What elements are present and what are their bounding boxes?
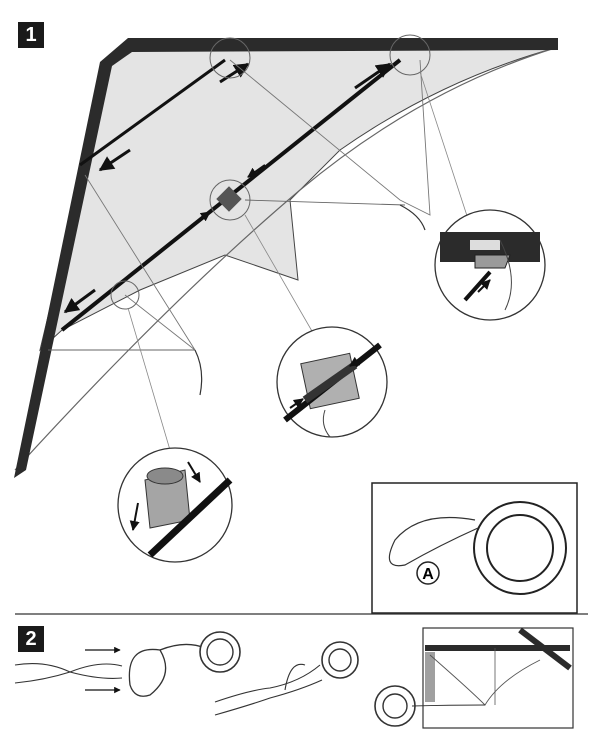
arrow-icon [98,148,131,172]
arrow-icon [354,62,392,90]
trailing-edge [14,47,556,471]
inset-center-tpiece [276,326,388,438]
arrow-icon [219,62,250,84]
step2-line-knots [14,631,416,727]
bridle-line [229,59,431,216]
inset-lower-fitting [117,447,233,563]
kite-sail [39,47,556,352]
upper-spreader [79,58,226,167]
inset-a-panel [371,482,578,614]
step2-kite-panel [411,627,574,729]
arrow-icon [191,211,211,226]
inset-a-label: A [422,566,434,583]
inset-connector-detail [434,209,546,321]
arrow-icon [63,288,96,314]
step-2-badge: 2 [18,626,44,652]
arrow-icon [247,164,266,178]
step-1-badge: 1 [18,22,44,48]
kite-drawing [14,34,558,478]
